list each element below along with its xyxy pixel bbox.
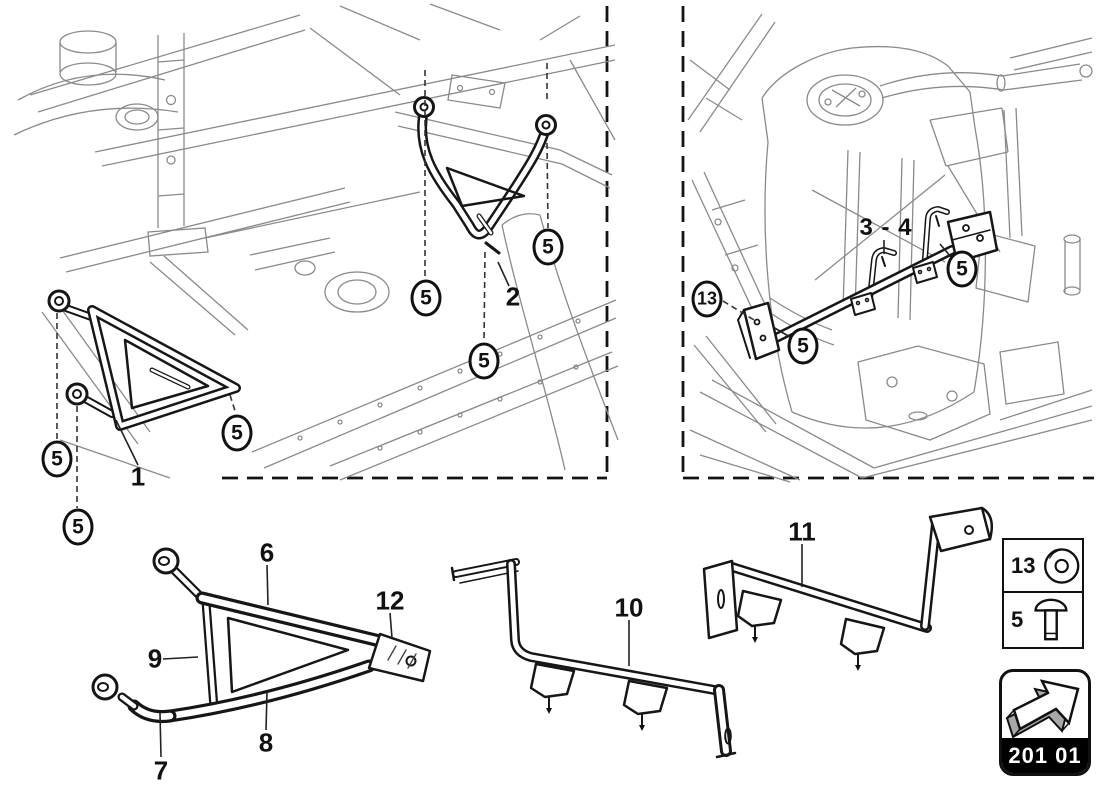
legend-row-bolt: 5: [1004, 593, 1082, 646]
page-code-band: 201 01: [1002, 738, 1088, 773]
legend-ref-5: 5: [1011, 606, 1024, 632]
part-label-9[interactable]: 9: [147, 643, 163, 674]
callout-5-near-part-1[interactable]: 5: [221, 414, 253, 452]
bracket-6-12-drawing: [91, 547, 432, 723]
callout-5-right-panel-b[interactable]: 5: [787, 327, 819, 365]
label-leader-lines: [115, 240, 952, 758]
chassis-line-art: [13, 3, 619, 481]
bracket-3-4-drawing: [737, 206, 999, 361]
callout-5-right-panel-a[interactable]: 5: [946, 250, 978, 288]
callout-13[interactable]: 13: [691, 280, 723, 318]
hardware-legend: 13 5: [1002, 538, 1084, 649]
bolt-icon: [1034, 598, 1068, 640]
callout-5-left-panel-mid[interactable]: 5: [410, 279, 442, 317]
callout-5-left-b[interactable]: 5: [62, 508, 94, 546]
washer-icon: [1044, 547, 1080, 584]
part-label-3-4[interactable]: 3 - 4: [859, 214, 913, 241]
callout-5-left-a[interactable]: 5: [41, 440, 73, 478]
bracket-11-drawing: [702, 506, 993, 671]
part-label-10[interactable]: 10: [614, 592, 644, 623]
bracket-2-drawing: [413, 96, 557, 255]
part-label-7[interactable]: 7: [153, 755, 169, 786]
bracket-10-drawing: [450, 558, 737, 759]
page-code-box[interactable]: 201 01: [999, 669, 1091, 776]
left-panel-border: [222, 6, 609, 480]
page-code-text: 201 01: [1008, 742, 1082, 768]
callout-leader-lines: [56, 63, 755, 508]
part-label-6[interactable]: 6: [259, 537, 275, 568]
tank-line-art: [687, 13, 1093, 483]
bracket-1-drawing: [47, 289, 241, 431]
right-panel-border: [681, 6, 1094, 480]
callout-5-left-panel-low[interactable]: 5: [468, 342, 500, 380]
part-label-1[interactable]: 1: [130, 461, 146, 492]
callout-5-near-part-2[interactable]: 5: [532, 228, 564, 266]
legend-row-washer: 13: [1004, 540, 1082, 593]
part-label-12[interactable]: 12: [375, 585, 405, 616]
part-label-11[interactable]: 11: [788, 516, 816, 547]
legend-ref-13: 13: [1011, 552, 1036, 578]
part-label-8[interactable]: 8: [258, 727, 274, 758]
page-arrow-icon: [1005, 679, 1080, 739]
part-label-2[interactable]: 2: [505, 281, 521, 312]
